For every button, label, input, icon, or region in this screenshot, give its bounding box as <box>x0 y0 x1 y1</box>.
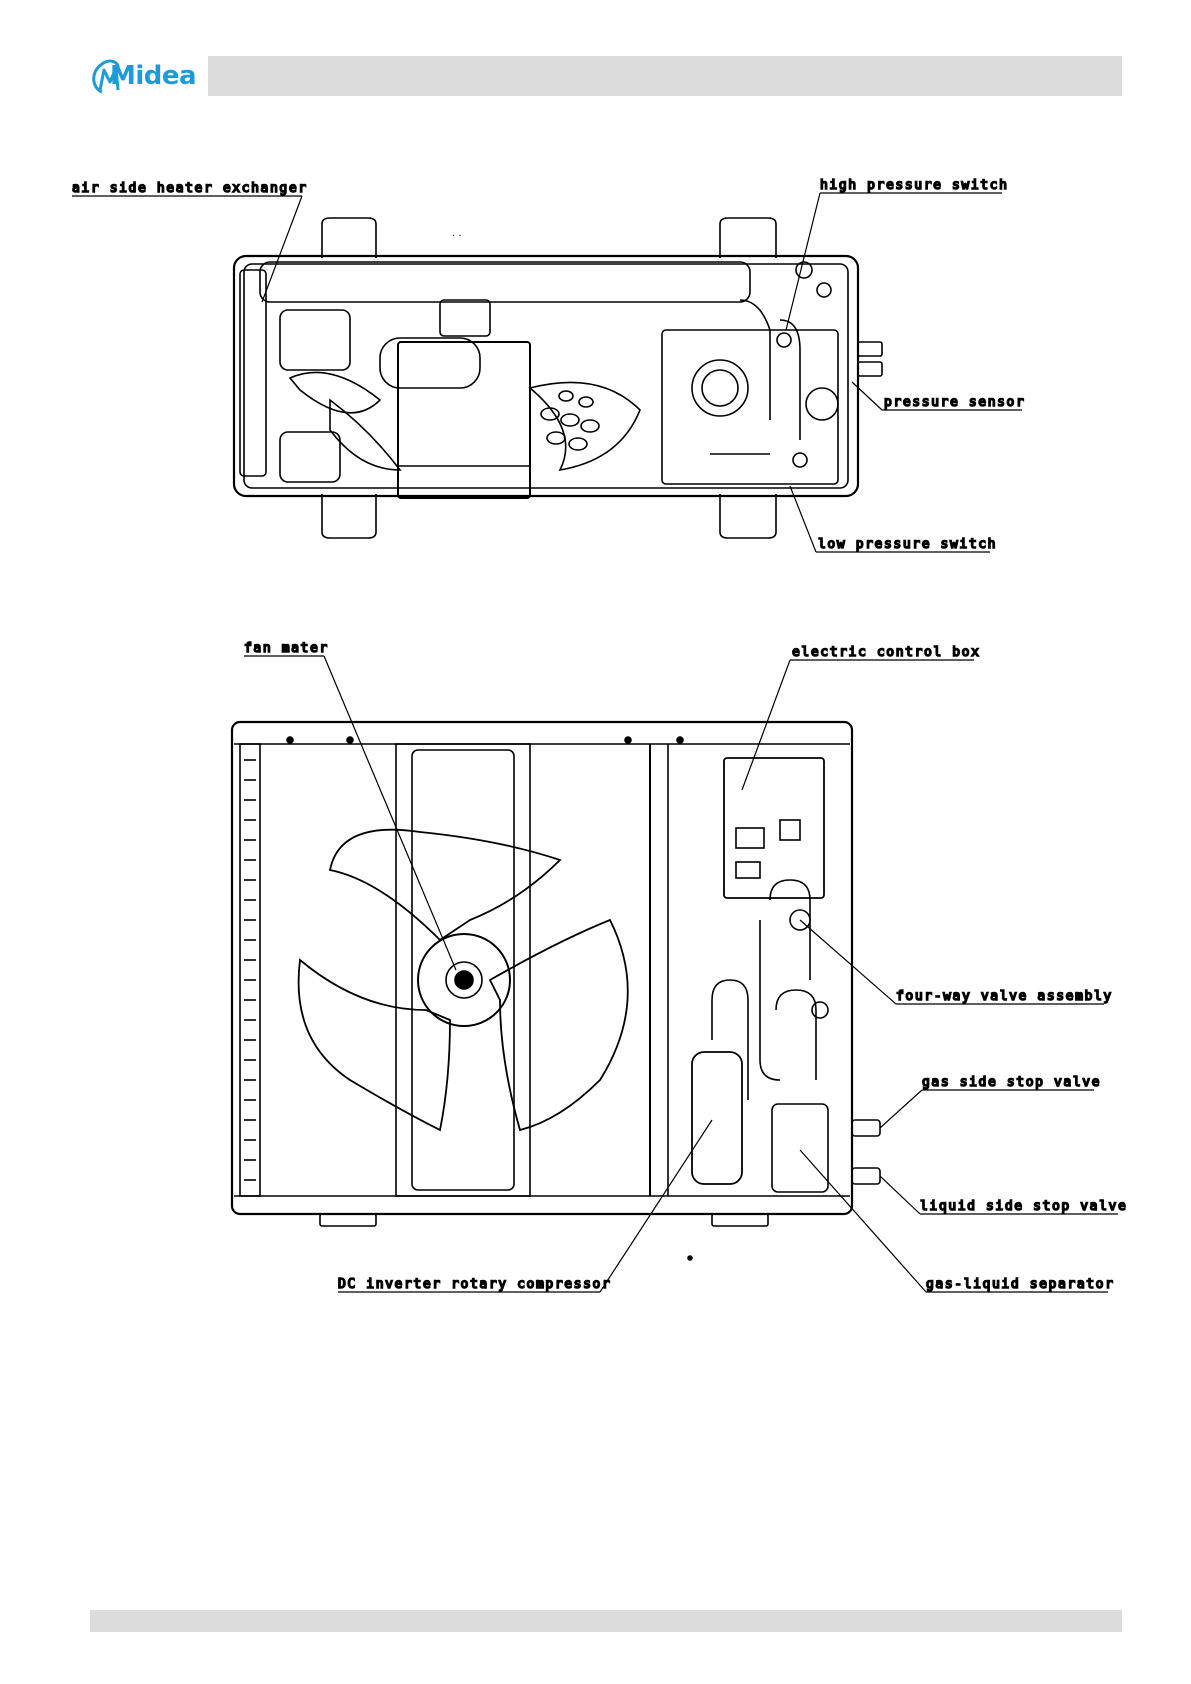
label-four-way-valve: four-way valve assembly <box>896 989 1113 1004</box>
label-liquid-stop-valve: liquid side stop valve <box>920 1199 1127 1214</box>
label-pressure-sensor: pressure sensor <box>884 395 1025 410</box>
top-view: . . <box>234 218 882 538</box>
label-gas-liquid-separator: gas-liquid separator <box>926 1277 1115 1292</box>
label-gas-stop-valve: gas side stop valve <box>922 1075 1101 1090</box>
front-view <box>232 722 880 1260</box>
fan-holes <box>541 391 599 450</box>
top-leaders <box>72 193 1022 552</box>
label-fan-motor: fan mater <box>244 641 329 656</box>
label-compressor: DC inverter rotary compressor <box>338 1277 611 1292</box>
svg-text:. .: . . <box>452 228 462 239</box>
coil-fins <box>244 760 256 1180</box>
label-electric-control-box: electric control box <box>792 645 981 660</box>
label-high-pressure-switch: high pressure switch <box>820 178 1009 193</box>
label-air-side-heat-exchanger: air side heater exchanger <box>72 181 308 196</box>
label-low-pressure-switch: low pressure switch <box>818 537 997 552</box>
